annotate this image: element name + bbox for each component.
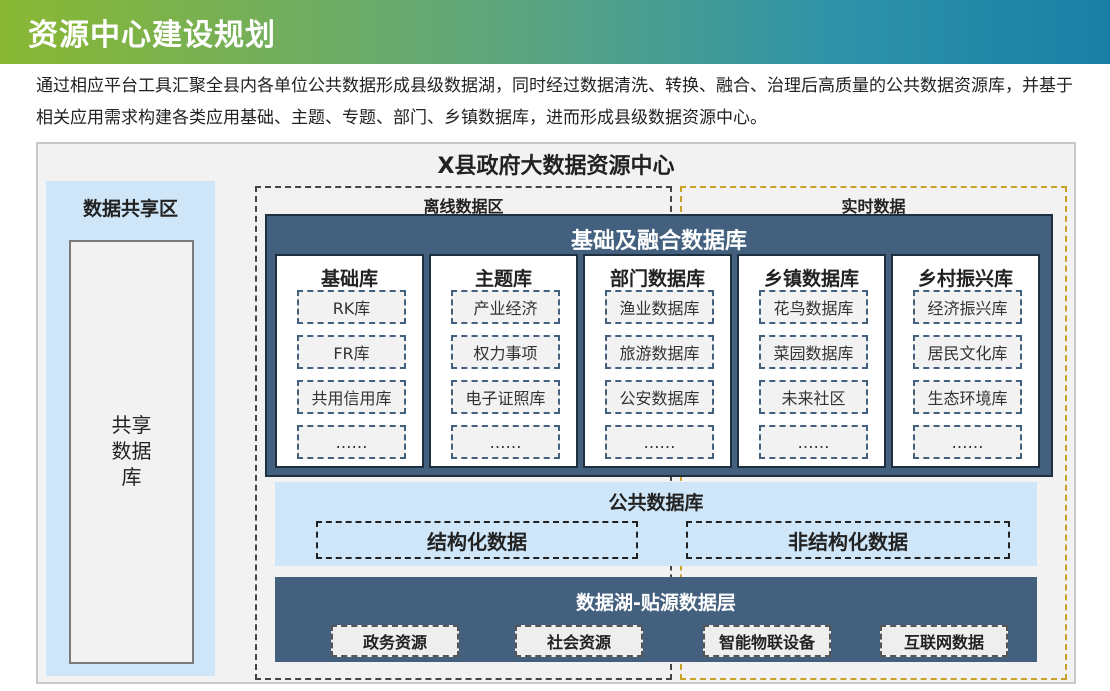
db-item: 旅游数据库 <box>605 335 714 369</box>
db-item: 菜园数据库 <box>759 335 868 369</box>
db-column-title: 乡镇数据库 <box>763 268 859 290</box>
db-column-basic: 基础库 RK库 FR库 共用信用库 …… <box>275 254 424 468</box>
header-bar <box>0 0 1110 64</box>
db-column-title: 主题库 <box>474 268 532 290</box>
db-item: 渔业数据库 <box>605 290 714 324</box>
db-column-title: 部门数据库 <box>609 268 705 290</box>
db-item: FR库 <box>297 335 406 369</box>
db-item: 经济振兴库 <box>913 290 1022 324</box>
share-db-label: 共享 数据 库 <box>69 412 194 490</box>
share-zone-title: 数据共享区 <box>82 198 178 220</box>
realtime-zone-label: 实时数据 <box>841 197 906 216</box>
db-item: …… <box>297 425 406 459</box>
db-column-department: 部门数据库 渔业数据库 旅游数据库 公安数据库 …… <box>583 254 732 468</box>
public-db-title: 公共数据库 <box>608 492 704 514</box>
intro-paragraph: 通过相应平台工具汇聚全县内各单位公共数据形成县级数据湖，同时经过数据清洗、转换、… <box>36 76 1073 128</box>
db-item: 居民文化库 <box>913 335 1022 369</box>
lake-item-social: 社会资源 <box>515 625 643 657</box>
db-item: …… <box>451 425 560 459</box>
db-item: …… <box>913 425 1022 459</box>
db-column-township: 乡镇数据库 花鸟数据库 菜园数据库 未来社区 …… <box>737 254 886 468</box>
db-item: 公安数据库 <box>605 380 714 414</box>
db-column-theme: 主题库 产业经济 权力事项 电子证照库 …… <box>429 254 578 468</box>
db-column-title: 基础库 <box>320 268 378 290</box>
db-item: 电子证照库 <box>451 380 560 414</box>
share-db-box <box>69 240 194 664</box>
db-item: 产业经济 <box>451 290 560 324</box>
db-item: 花鸟数据库 <box>759 290 868 324</box>
diagram-title: X县政府大数据资源中心 <box>437 154 675 179</box>
public-db-box <box>275 482 1037 566</box>
offline-zone-label: 离线数据区 <box>423 197 504 216</box>
db-column-title: 乡村振兴库 <box>917 268 1013 290</box>
db-item: 权力事项 <box>451 335 560 369</box>
db-item: 共用信用库 <box>297 380 406 414</box>
unstructured-data-box: 非结构化数据 <box>686 521 1010 559</box>
db-column-rural: 乡村振兴库 经济振兴库 居民文化库 生态环境库 …… <box>891 254 1040 468</box>
db-item: 未来社区 <box>759 380 868 414</box>
data-lake-title: 数据湖-贴源数据层 <box>576 592 736 614</box>
db-item: 生态环境库 <box>913 380 1022 414</box>
fusion-db-title: 基础及融合数据库 <box>570 229 747 254</box>
lake-item-internet: 互联网数据 <box>880 625 1008 657</box>
share-db-label-line: 库 <box>121 465 142 489</box>
share-db-label-line: 共享 <box>111 413 152 437</box>
lake-item-iot: 智能物联设备 <box>703 625 831 657</box>
share-db-label-line: 数据 <box>111 439 152 463</box>
db-item: RK库 <box>297 290 406 324</box>
db-item: …… <box>759 425 868 459</box>
structured-data-box: 结构化数据 <box>316 521 638 559</box>
page-title: 资源中心建设规划 <box>28 18 276 53</box>
lake-item-gov: 政务资源 <box>331 625 459 657</box>
db-item: …… <box>605 425 714 459</box>
